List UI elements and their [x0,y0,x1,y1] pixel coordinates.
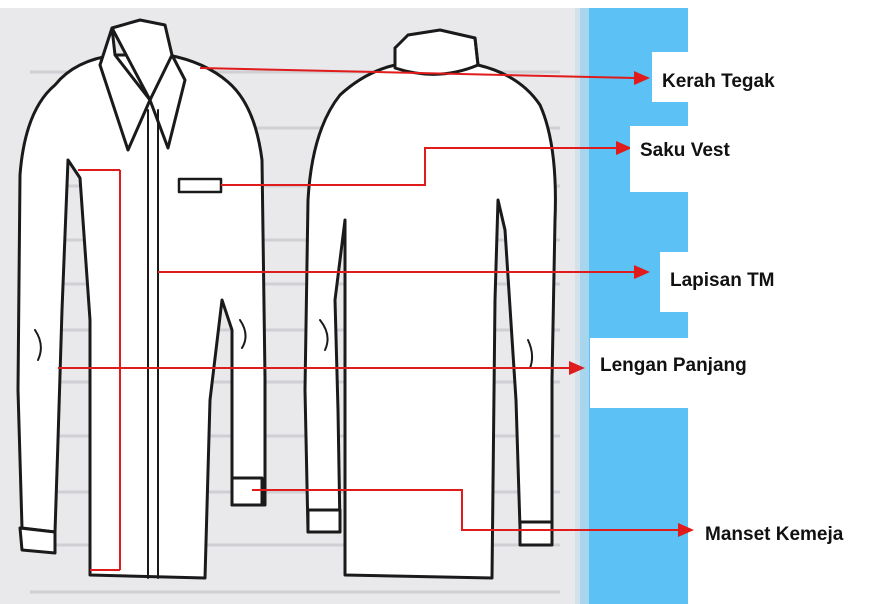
cuff-leader [252,489,680,531]
label-lengan-panjang: Lengan Panjang [590,338,888,408]
pocket-welt [177,177,223,194]
label-lapisan-tm: Lapisan TM [660,252,888,312]
back-left-cuff [306,508,342,534]
lining-arrowhead [634,265,650,279]
collar-arrowhead [634,71,650,85]
pocket-arrowhead [616,141,632,155]
front-right-cuff [230,476,264,507]
cuff-arrowhead [678,523,694,537]
label-manset-kemeja: Manset Kemeja [695,514,888,566]
collar-leader [199,67,636,79]
sleeve-arrowhead [569,361,585,375]
front-shirt [16,18,267,580]
front-elbow-fold [34,319,247,361]
front-left-cuff [18,526,57,555]
back-sleeve-fold [319,319,534,369]
label-saku-vest: Saku Vest [630,126,888,192]
back-right-cuff [518,520,554,547]
pocket-leader [221,147,618,186]
back-shirt-body [303,28,557,580]
leader-lines [58,67,680,571]
leader-arrowheads [569,71,694,537]
page-edge [575,8,589,604]
front-collar [98,18,187,152]
back-shirt [303,28,557,580]
label-kerah-tegak: Kerah Tegak [652,52,888,102]
